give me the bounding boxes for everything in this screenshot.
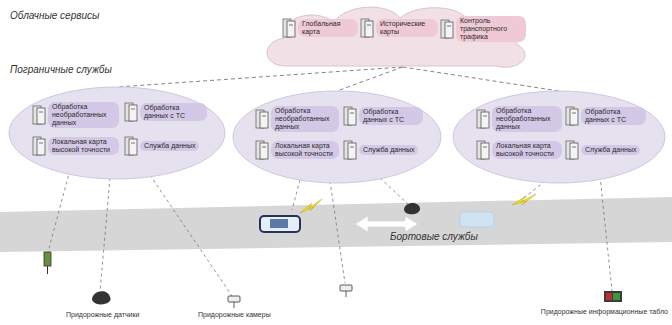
- wireless-link: [512, 194, 536, 205]
- service-box: Локальная карта высокой точности: [32, 136, 119, 156]
- service-box: Обработка данных с ТС: [565, 106, 646, 126]
- service-name: Обработка данных с ТС: [140, 103, 207, 121]
- camera-icon: [340, 285, 352, 297]
- edge-region: Обработка необработанных данных Обработка…: [452, 90, 666, 184]
- server-icon: [32, 136, 46, 156]
- service-name: Обработка данных с ТС: [581, 107, 646, 125]
- service-box: Обработка данных с ТС: [124, 102, 207, 122]
- service-name: Обработка необработанных данных: [271, 106, 339, 132]
- edge-region: Обработка необработанных данных Обработка…: [8, 86, 226, 180]
- info-board: [604, 291, 622, 302]
- network-link: [117, 67, 403, 87]
- service-box: Контроль транспортного трафика: [440, 16, 526, 42]
- service-name: Контроль транспортного трафика: [456, 16, 526, 42]
- camera-icon: [228, 296, 240, 308]
- service-box: Служба данных: [343, 140, 423, 160]
- service-box: Исторические карты: [360, 18, 438, 38]
- service-name: Обработка необработанных данных: [48, 102, 119, 128]
- service-name: Локальная карта высокой точности: [271, 141, 339, 159]
- roadside-sign: [44, 252, 51, 274]
- car: [460, 212, 494, 227]
- server-icon: [476, 140, 490, 160]
- server-icon: [565, 140, 579, 160]
- sensor-icon: [92, 291, 111, 304]
- network-link: [403, 67, 559, 91]
- server-icon: [360, 18, 374, 38]
- service-name: Обработка данных с ТС: [359, 107, 423, 125]
- leader-lines: [48, 170, 612, 296]
- server-icon: [124, 136, 138, 156]
- service-box: Служба данных: [124, 136, 207, 156]
- ellipse-shape: [8, 86, 226, 180]
- service-box: Обработка необработанных данных: [476, 106, 562, 132]
- server-icon: [255, 109, 269, 129]
- section-title: Бортовые службы: [388, 231, 480, 242]
- server-icon: [124, 102, 138, 122]
- wireless-link: [300, 199, 322, 213]
- service-box: Обработка необработанных данных: [255, 106, 339, 132]
- section-title: Облачные сервисы: [10, 10, 99, 21]
- server-icon: [343, 106, 357, 126]
- server-icon: [565, 106, 579, 126]
- device-caption: Придорожные информационные табло: [541, 308, 668, 315]
- service-box: Обработка данных с ТС: [343, 106, 423, 126]
- section-title: Пограничные службы: [10, 64, 112, 75]
- service-box: Локальная карта высокой точности: [255, 140, 339, 160]
- server-icon: [255, 140, 269, 160]
- server-icon: [282, 18, 296, 38]
- service-name: Служба данных: [140, 141, 199, 151]
- service-name: Исторические карты: [376, 19, 438, 37]
- service-box: Обработка необработанных данных: [32, 102, 119, 128]
- network-link: [337, 67, 403, 91]
- server-icon: [476, 109, 490, 129]
- service-box: Глобальная карта: [282, 18, 358, 38]
- server-icon: [440, 19, 454, 39]
- service-name: Обработка необработанных данных: [492, 106, 562, 132]
- service-name: Глобальная карта: [298, 19, 358, 37]
- car: [260, 216, 300, 232]
- sensor-icon: [404, 203, 420, 214]
- service-box: Служба данных: [565, 140, 646, 160]
- ellipse-shape: [232, 90, 442, 184]
- service-name: Служба данных: [359, 145, 418, 155]
- edge-region: Обработка необработанных данных Обработка…: [232, 90, 442, 184]
- service-name: Локальная карта высокой точности: [492, 141, 562, 159]
- device-caption: Придорожные камеры: [198, 311, 271, 318]
- device-caption: Придорожные датчики: [66, 311, 140, 318]
- service-name: Служба данных: [581, 145, 640, 155]
- ellipse-shape: [452, 90, 666, 184]
- service-name: Локальная карта высокой точности: [48, 137, 119, 155]
- server-icon: [32, 105, 46, 125]
- server-icon: [343, 140, 357, 160]
- service-box: Локальная карта высокой точности: [476, 140, 562, 160]
- cloud-region: Глобальная карта Исторические карты Контро…: [258, 2, 536, 70]
- double-arrow: [355, 216, 418, 232]
